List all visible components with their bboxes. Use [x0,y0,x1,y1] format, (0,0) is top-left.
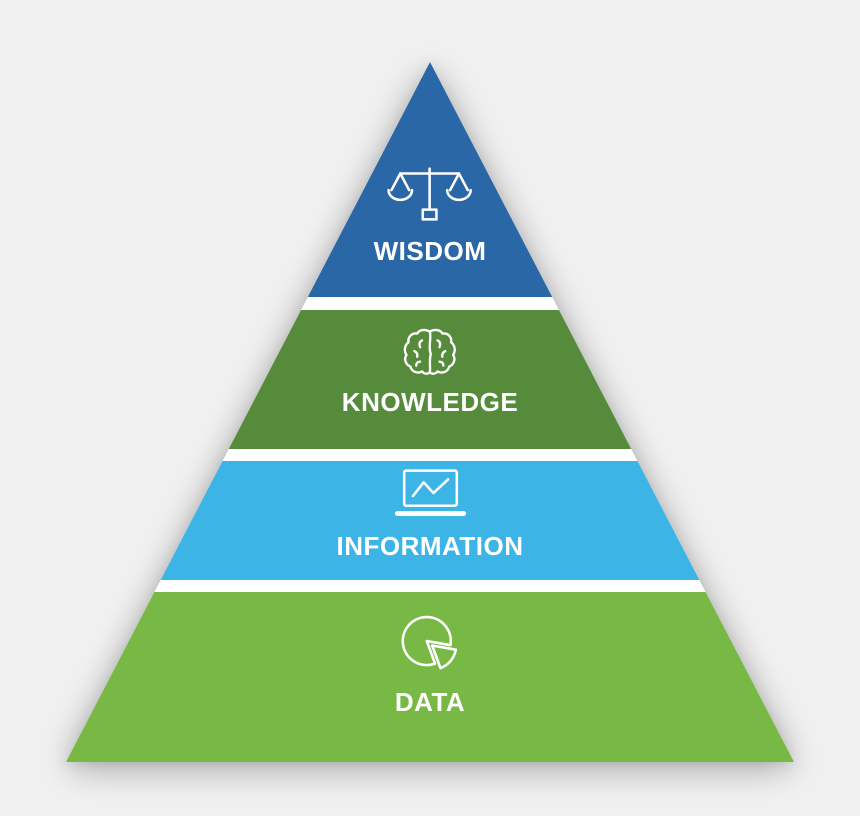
scales-icon [387,167,473,221]
band-data [66,592,794,762]
level-label-knowledge: KNOWLEDGE [341,387,519,417]
level-data: DATA [395,612,465,715]
pie-chart-icon [401,615,458,670]
level-label-data: DATA [394,687,466,717]
level-information: INFORMATION [337,468,524,559]
level-label-wisdom: WISDOM [373,236,487,266]
level-knowledge: KNOWLEDGE [342,324,518,415]
level-label-information: INFORMATION [336,531,524,561]
level-wisdom: WISDOM [374,163,487,264]
laptop-chart-icon [394,469,466,516]
brain-icon [403,328,457,375]
